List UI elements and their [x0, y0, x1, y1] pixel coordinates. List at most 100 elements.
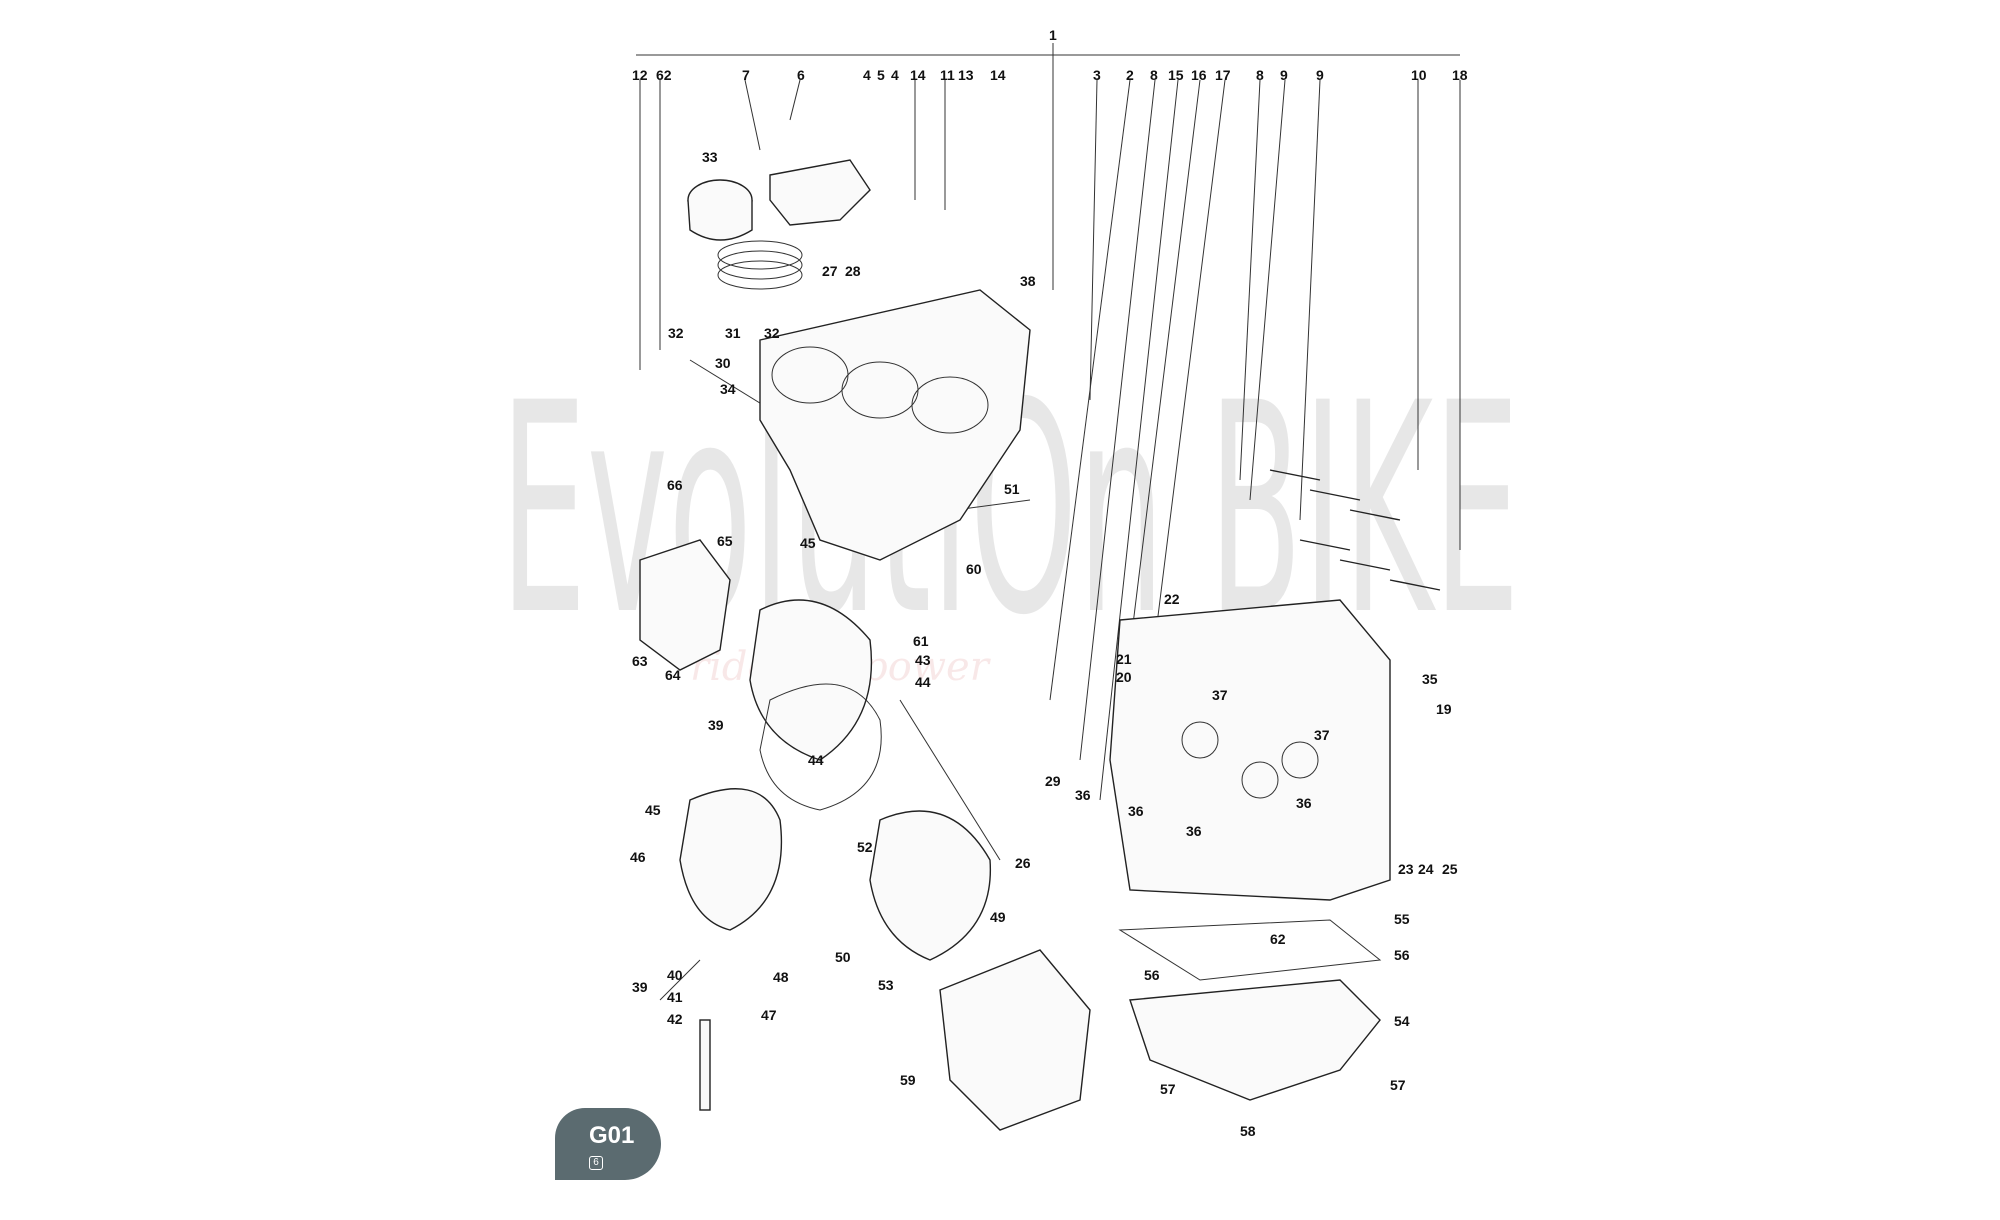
- callout: 32: [764, 325, 780, 341]
- callout: 53: [878, 977, 894, 993]
- callout-top: 8: [1256, 67, 1264, 83]
- callout: 44: [808, 752, 824, 768]
- callout: 27: [822, 263, 838, 279]
- callout-top: 17: [1215, 67, 1231, 83]
- callout: 60: [966, 561, 982, 577]
- oil-pan-gasket: [1118, 919, 1382, 981]
- callout: 43: [915, 652, 931, 668]
- callout: 25: [1442, 861, 1458, 877]
- callout: 54: [1394, 1013, 1410, 1029]
- callout: 36: [1075, 787, 1091, 803]
- callout-top: 9: [1280, 67, 1288, 83]
- callout-top: 15: [1168, 67, 1184, 83]
- callout: 45: [800, 535, 816, 551]
- callout: 41: [667, 989, 683, 1005]
- leader-lines: [639, 55, 1461, 1001]
- callout: 57: [1160, 1081, 1176, 1097]
- callout: 39: [708, 717, 724, 733]
- callout: 59: [900, 1072, 916, 1088]
- top-callouts: 12 62 7 6 4 5 4 14 11 13 14 1 3 2 8 15 1…: [632, 27, 1468, 83]
- callout: 29: [1045, 773, 1061, 789]
- callout-top: 9: [1316, 67, 1324, 83]
- callout: 65: [717, 533, 733, 549]
- callout: 51: [1004, 481, 1020, 497]
- crank-bolts: [1269, 469, 1441, 591]
- callout: 26: [1015, 855, 1031, 871]
- callout: 33: [702, 149, 718, 165]
- oil-pan: [1129, 979, 1381, 1101]
- complete-engine-thumbnail: [939, 949, 1091, 1131]
- callout: 56: [1394, 947, 1410, 963]
- callout: 66: [667, 477, 683, 493]
- callout-top: 3: [1093, 67, 1101, 83]
- callout: 58: [1240, 1123, 1256, 1139]
- callout: 34: [720, 381, 736, 397]
- callout-top: 7: [742, 67, 750, 83]
- clutch-cover-gasket: [759, 683, 882, 811]
- section-subnumber: 6: [589, 1156, 603, 1170]
- callout: 19: [1436, 701, 1452, 717]
- callout: 38: [1020, 273, 1036, 289]
- generator-cover: [869, 810, 992, 961]
- callout-top: 62: [656, 67, 672, 83]
- callout: 22: [1164, 591, 1180, 607]
- cylinder-head-cover: [769, 159, 871, 226]
- callout: 48: [773, 969, 789, 985]
- callout: 50: [835, 949, 851, 965]
- callout: 47: [761, 1007, 777, 1023]
- callout: 49: [990, 909, 1006, 925]
- callout: 31: [725, 325, 741, 341]
- callout-top: 13: [958, 67, 974, 83]
- callout: 63: [632, 653, 648, 669]
- callout-top: 5: [877, 67, 885, 83]
- callout: 37: [1212, 687, 1228, 703]
- callout: 20: [1116, 669, 1132, 685]
- callout: 36: [1128, 803, 1144, 819]
- callout: 37: [1314, 727, 1330, 743]
- part-callouts: 33 32 31 32 30 34 27 28 38 51 66 65 45 6…: [630, 149, 1458, 1139]
- callout: 40: [667, 967, 683, 983]
- callout: 62: [1270, 931, 1286, 947]
- callout: 42: [667, 1011, 683, 1027]
- cylinder-block: [759, 289, 1031, 561]
- section-badge: G01 6: [555, 1108, 661, 1180]
- callout-top: 4: [863, 67, 871, 83]
- callout: 35: [1422, 671, 1438, 687]
- clutch-cover: [749, 599, 873, 761]
- callout: 52: [857, 839, 873, 855]
- callout-top: 4: [891, 67, 899, 83]
- callout-top: 16: [1191, 67, 1207, 83]
- callout: 24: [1418, 861, 1434, 877]
- callout-top: 8: [1150, 67, 1158, 83]
- callout: 39: [632, 979, 648, 995]
- callout: 46: [630, 849, 646, 865]
- callout-top: 12: [632, 67, 648, 83]
- piston-rings: [717, 240, 803, 290]
- crankcase: [1109, 599, 1391, 901]
- callout: 23: [1398, 861, 1414, 877]
- callout: 28: [845, 263, 861, 279]
- side-cover-plate: [639, 539, 731, 671]
- callout-top: 1: [1049, 27, 1057, 43]
- top-leader-bracket: [636, 43, 1460, 56]
- callout-top: 14: [990, 67, 1006, 83]
- callout: 21: [1116, 651, 1132, 667]
- callout: 56: [1144, 967, 1160, 983]
- callout: 55: [1394, 911, 1410, 927]
- callout: 36: [1186, 823, 1202, 839]
- callout: 57: [1390, 1077, 1406, 1093]
- oil-dipstick: [699, 1019, 711, 1111]
- callout-top: 6: [797, 67, 805, 83]
- callout: 61: [913, 633, 929, 649]
- callout: 32: [668, 325, 684, 341]
- section-code: G01: [589, 1122, 635, 1149]
- callout-top: 10: [1411, 67, 1427, 83]
- callout-top: 14: [910, 67, 926, 83]
- callout: 36: [1296, 795, 1312, 811]
- callout: 30: [715, 355, 731, 371]
- outer-clutch-cover: [679, 788, 783, 931]
- callout-top: 2: [1126, 67, 1134, 83]
- callout-top: 18: [1452, 67, 1468, 83]
- callout: 64: [665, 667, 681, 683]
